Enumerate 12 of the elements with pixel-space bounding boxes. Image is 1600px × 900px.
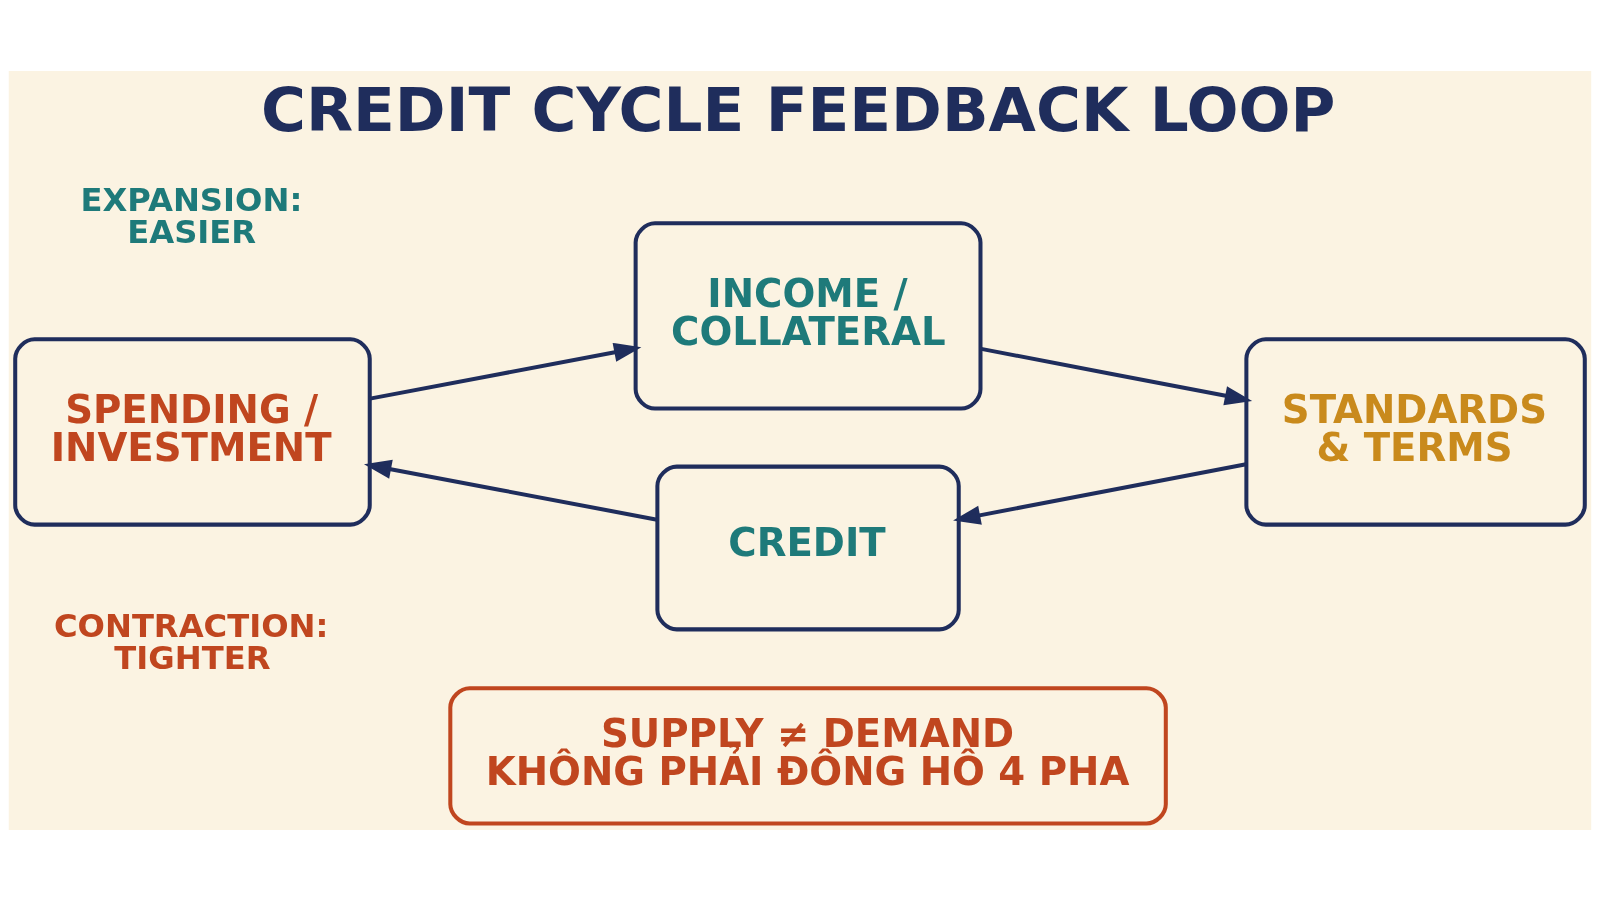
label: EXPANSION: EASIER bbox=[80, 180, 303, 251]
node-box: SUPPLY ≠ DEMAND KHÔNG PHẢI ĐÔNG HÔ 4 PHA bbox=[448, 685, 1168, 826]
node-box: STANDARDS & TERMS bbox=[1244, 336, 1587, 527]
label: CONTRACTION: TIGHTER bbox=[53, 606, 329, 677]
node-box: SPENDING / INVESTMENT bbox=[13, 336, 372, 527]
node-box: CREDIT bbox=[655, 464, 961, 631]
arrow bbox=[369, 342, 642, 401]
arrow bbox=[953, 461, 1247, 525]
node-box: INCOME / COLLATERAL bbox=[633, 220, 983, 411]
arrow bbox=[980, 346, 1253, 405]
diagram-title: CREDIT CYCLE FEEDBACK LOOP bbox=[260, 73, 1336, 145]
arrow bbox=[364, 459, 658, 522]
